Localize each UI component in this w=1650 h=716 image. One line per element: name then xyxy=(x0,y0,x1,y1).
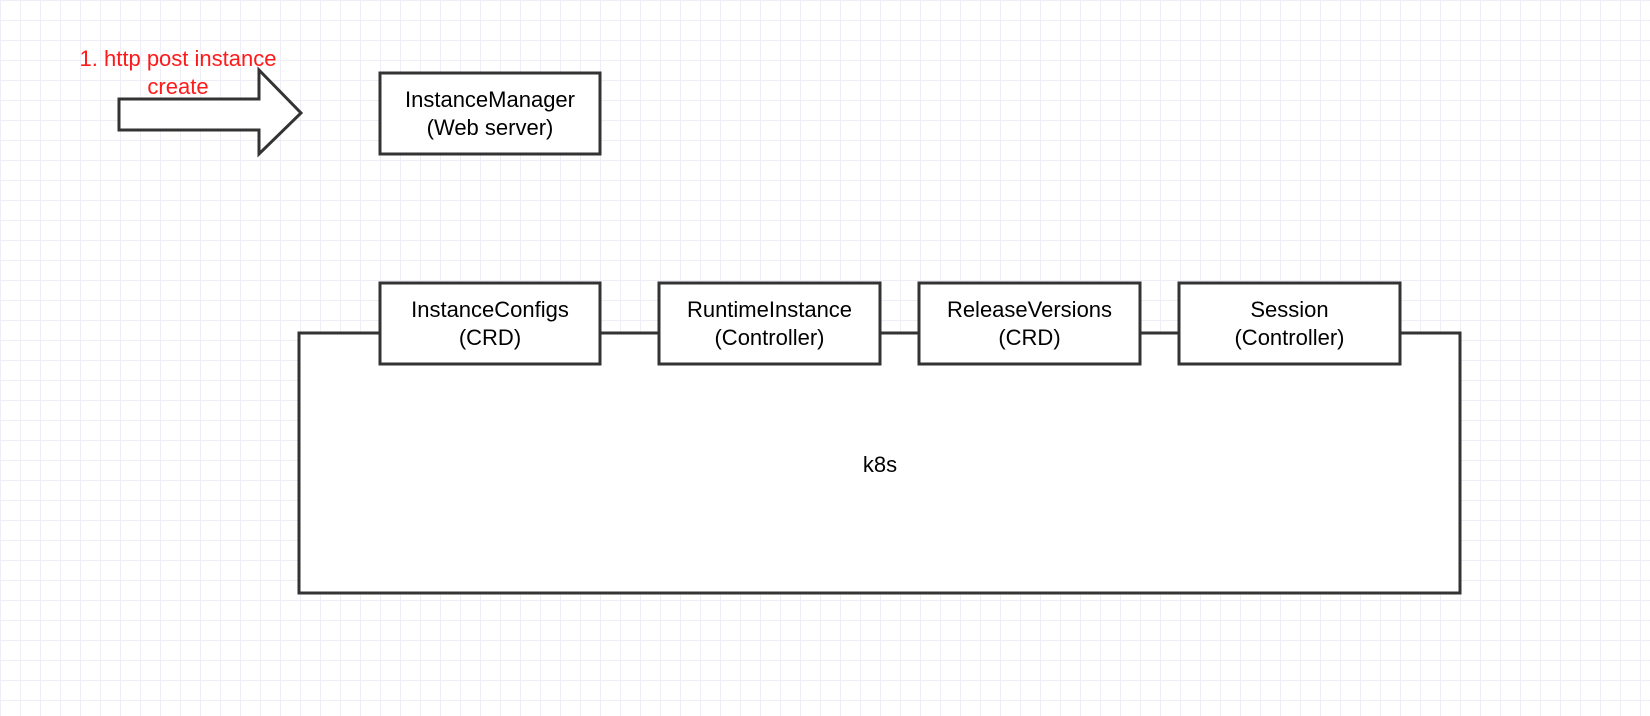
runtimeinstance-box[interactable] xyxy=(657,281,882,366)
right-arrow-icon xyxy=(117,66,304,158)
annotation-line-1: 1. http post instance xyxy=(79,46,277,71)
k8s-container[interactable] xyxy=(297,331,1462,595)
session-box[interactable] xyxy=(1177,281,1402,366)
instanceconfigs-box[interactable] xyxy=(378,281,602,366)
step-annotation: 1. http post instance create xyxy=(58,45,298,101)
annotation-line-2: create xyxy=(147,74,209,99)
releaseversions-box[interactable] xyxy=(917,281,1142,366)
instance-manager-box[interactable] xyxy=(378,71,602,156)
